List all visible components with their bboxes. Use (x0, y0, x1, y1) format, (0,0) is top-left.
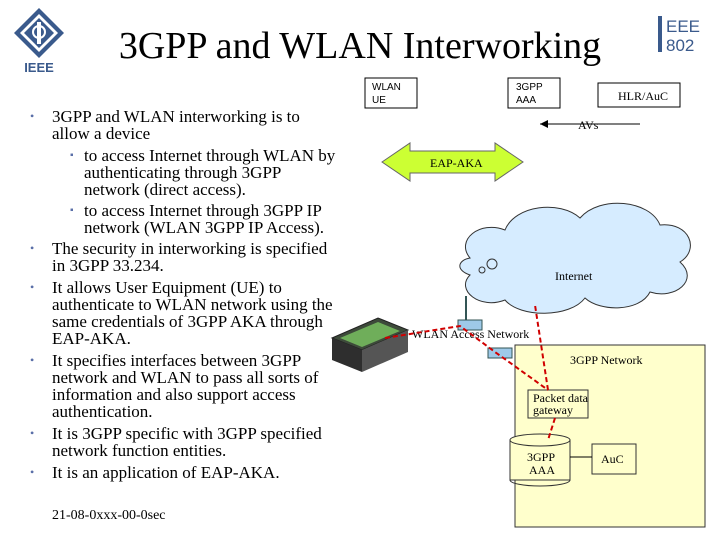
packet-data-gateway-box (527, 389, 589, 419)
avs-arrowhead (540, 120, 548, 128)
sub-bullet-2: to access Internet through 3GPP IP netwo… (54, 202, 340, 236)
gateway-to-internet-path (534, 304, 549, 391)
bullet-3: It allows User Equipment (UE) to authent… (30, 279, 340, 347)
ieee-logo: IEEE (8, 6, 70, 76)
aaa-box (507, 77, 561, 109)
logo-802-line2: 802 (666, 36, 694, 55)
ieee-802-logo: EEE 802 (656, 12, 708, 56)
ieee-802-logo-graphic: EEE 802 (658, 16, 700, 55)
logo-802-line1: EEE (666, 17, 700, 36)
ue-to-gateway-path (384, 324, 549, 391)
auc-box (591, 443, 637, 475)
hlr-auc-box (597, 82, 681, 108)
ieee-logo-text: IEEE (24, 60, 54, 75)
aaa-label-2: AAA (516, 95, 536, 106)
hlr-auc-label: HLR/AuC (618, 89, 668, 103)
access-point-icon (457, 319, 483, 331)
bullet-6: It is an application of EAP-AKA. (30, 464, 340, 481)
bullet-list: 3GPP and WLAN interworking is to allow a… (30, 108, 340, 486)
pdg-label-2: gateway (533, 403, 573, 417)
ieee-logo-graphic: IEEE (14, 8, 64, 75)
cloud-bubble-2 (478, 266, 486, 274)
gpp-aaa-label-2: AAA (529, 463, 555, 477)
pdg-label-1: Packet data (533, 391, 589, 405)
laptop-icon (330, 317, 410, 372)
bullet-2: The security in interworking is specifie… (30, 240, 340, 274)
eap-aka-label: EAP-AKA (430, 156, 483, 170)
wlan-switch-icon (487, 347, 513, 359)
bullet-5: It is 3GPP specific with 3GPP specified … (30, 425, 340, 459)
gpp-aaa-label-1: 3GPP (527, 450, 555, 464)
internet-label: Internet (555, 269, 593, 283)
sub-bullet-1: to access Internet through WLAN by authe… (54, 147, 340, 198)
wlan-ue-label-2: UE (372, 95, 386, 106)
gpp-aaa-database-icon (509, 433, 571, 487)
aaa-label-1: 3GPP (516, 82, 543, 93)
pdg-aaa-path (547, 417, 556, 441)
slide-footer: 21-08-0xxx-00-0sec (52, 508, 166, 523)
gpp-network-label: 3GPP Network (570, 353, 643, 367)
slide-title: 3GPP and WLAN Interworking (118, 25, 602, 67)
cloud-bubble-1 (486, 258, 498, 270)
wlan-ue-label-1: WLAN (372, 82, 401, 93)
bullet-4: It specifies interfaces between 3GPP net… (30, 352, 340, 420)
avs-label: AVs (578, 118, 599, 132)
eap-aka-arrow (381, 142, 524, 182)
internet-cloud (459, 202, 691, 314)
auc-label: AuC (601, 452, 624, 466)
wlan-ue-box (364, 77, 418, 109)
bullet-1: 3GPP and WLAN interworking is to allow a… (30, 108, 340, 142)
